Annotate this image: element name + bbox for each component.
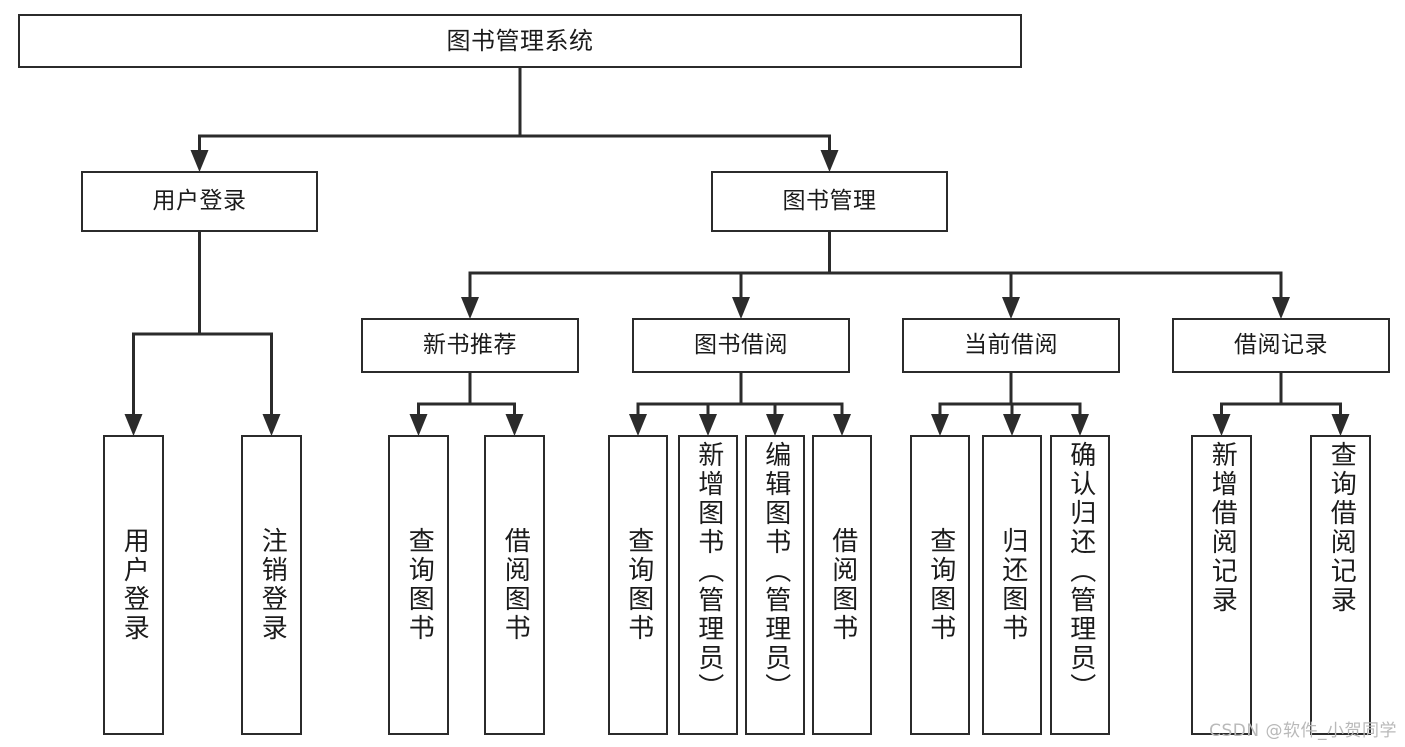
node-label-l-query3: 查询图书 (925, 527, 956, 643)
node-label-l-queryrec: 查询借阅记录 (1326, 441, 1357, 615)
watermark-label: CSDN @软件_小贺同学 (1209, 721, 1397, 741)
node-label-borrow: 图书借阅 (694, 331, 788, 358)
node-label-l-login: 用户登录 (119, 527, 150, 643)
node-newbook[interactable]: 新书推荐 (361, 318, 579, 373)
node-l-query1[interactable]: 查询图书 (388, 435, 449, 735)
node-bookmgmt[interactable]: 图书管理 (711, 171, 948, 232)
node-label-l-edit: 编辑图书（管理员） (760, 441, 791, 702)
node-label-bookmgmt: 图书管理 (782, 187, 877, 214)
node-l-query2[interactable]: 查询图书 (608, 435, 668, 735)
node-label-newbook: 新书推荐 (423, 331, 517, 358)
node-label-l-return: 归还图书 (997, 527, 1028, 643)
node-label-l-confirm: 确认归还（管理员） (1065, 441, 1096, 702)
node-root[interactable]: 图书管理系统 (18, 14, 1022, 68)
edge-arrowhead (1002, 297, 1020, 319)
node-label-l-borrow2: 借阅图书 (827, 527, 858, 643)
node-label-l-logout: 注销登录 (257, 527, 288, 643)
edge-arrowhead (1212, 414, 1231, 436)
node-label-login: 用户登录 (152, 187, 247, 214)
edge-arrowhead (629, 414, 647, 436)
node-l-edit[interactable]: 编辑图书（管理员） (745, 435, 805, 735)
node-label-l-borrow1: 借阅图书 (500, 527, 531, 643)
node-current[interactable]: 当前借阅 (902, 318, 1120, 373)
edge-arrowhead (820, 150, 839, 172)
node-l-confirm[interactable]: 确认归还（管理员） (1050, 435, 1110, 735)
node-label-l-addrec: 新增借阅记录 (1207, 441, 1238, 615)
node-records[interactable]: 借阅记录 (1172, 318, 1390, 373)
node-l-logout[interactable]: 注销登录 (241, 435, 302, 735)
edge-arrowhead (699, 414, 717, 436)
edge-arrowhead (833, 414, 851, 436)
edge-arrowhead (1003, 414, 1021, 436)
node-l-return[interactable]: 归还图书 (982, 435, 1042, 735)
node-login[interactable]: 用户登录 (81, 171, 318, 232)
edge-arrowhead (931, 414, 949, 436)
node-label-root: 图书管理系统 (446, 26, 594, 55)
edge-arrowhead (409, 414, 428, 436)
node-label-current: 当前借阅 (964, 331, 1058, 358)
node-borrow[interactable]: 图书借阅 (632, 318, 850, 373)
node-l-query3[interactable]: 查询图书 (910, 435, 970, 735)
node-l-add[interactable]: 新增图书（管理员） (678, 435, 738, 735)
edge-arrowhead (732, 297, 750, 319)
edge-arrowhead (124, 414, 143, 436)
edge-arrowhead (766, 414, 784, 436)
edge-arrowhead (1331, 414, 1350, 436)
node-label-l-add: 新增图书（管理员） (693, 441, 724, 702)
edge-arrowhead (1272, 297, 1290, 319)
edge-arrowhead (1071, 414, 1089, 436)
edge-arrowhead (461, 297, 479, 319)
edge-arrowhead (505, 414, 524, 436)
node-label-records: 借阅记录 (1234, 331, 1328, 358)
node-l-queryrec[interactable]: 查询借阅记录 (1310, 435, 1371, 735)
edge-arrowhead (190, 150, 209, 172)
node-l-addrec[interactable]: 新增借阅记录 (1191, 435, 1252, 735)
node-l-borrow1[interactable]: 借阅图书 (484, 435, 545, 735)
node-label-l-query2: 查询图书 (623, 527, 654, 643)
node-l-borrow2[interactable]: 借阅图书 (812, 435, 872, 735)
node-l-login[interactable]: 用户登录 (103, 435, 164, 735)
edge-arrowhead (262, 414, 281, 436)
node-label-l-query1: 查询图书 (404, 527, 435, 643)
